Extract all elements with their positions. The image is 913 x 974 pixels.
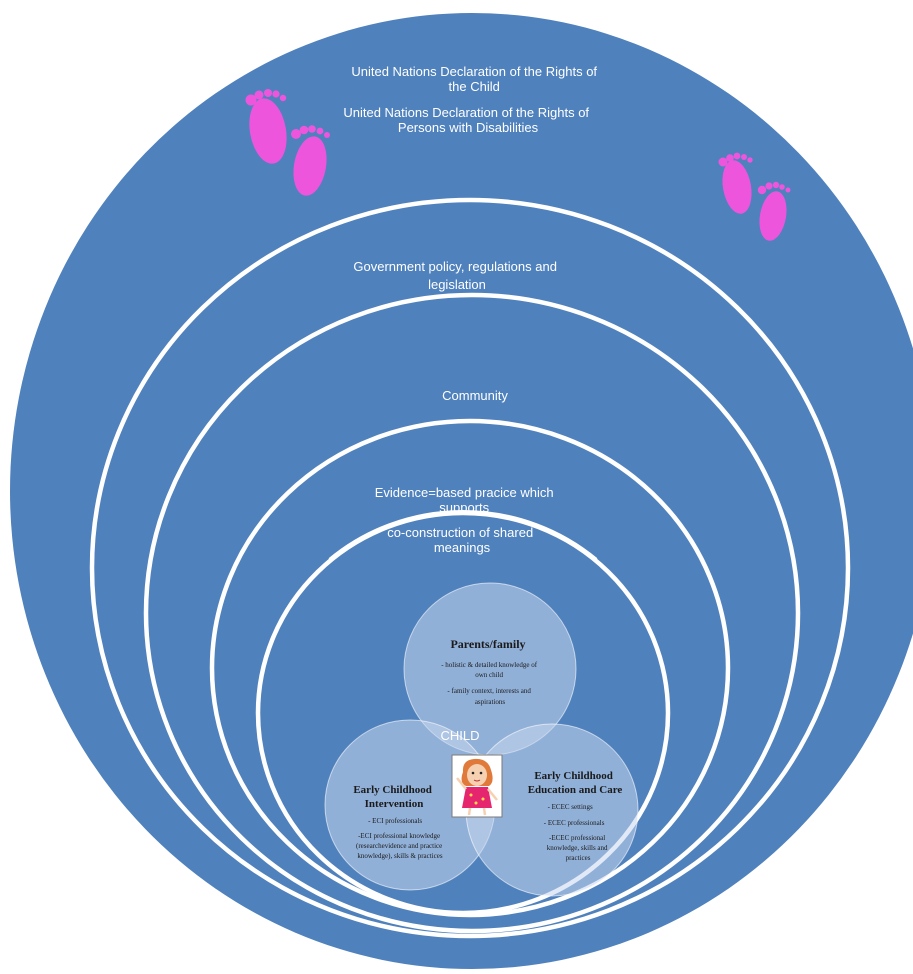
parents-item-2a: - family context, interests and (447, 687, 531, 695)
ecec-item-3a: -ECEC professional (549, 834, 605, 842)
footprints-right-icon (718, 152, 791, 241)
outer-text-1a: United Nations Declaration of the Rights… (351, 64, 597, 79)
svg-text:United Nations Declaration of: United Nations Declaration of the Rights… (343, 64, 600, 135)
svg-text:Government policy, regulations: Government policy, regulations and legis… (353, 259, 560, 292)
ecec-item-3c: practices (566, 854, 591, 862)
ecec-item-2: - ECEC professionals (544, 819, 605, 827)
ecec-title-a: Early Childhood (534, 770, 613, 782)
evidence-text-2b: meanings (434, 540, 491, 555)
eci-item-2c: knowledge), skills & practices (357, 852, 442, 860)
svg-text:- holistic & detailed knowledg: - holistic & detailed knowledge of own c… (441, 661, 539, 706)
child-cartoon-icon (451, 754, 503, 818)
outer-text-1b: the Child (449, 79, 500, 94)
government-text-b: legislation (428, 277, 486, 292)
svg-text:- ECI professionals -ECI p: - ECI professionals -ECI professional kn… (356, 817, 444, 860)
svg-text:Early Childhood Interventi: Early Childhood Intervention (353, 784, 434, 810)
evidence-text-2a: co-construction of shared (387, 525, 533, 540)
eci-title-a: Early Childhood (353, 784, 432, 796)
parents-title: Parents/family (450, 637, 525, 651)
ecec-item-1: - ECEC settings (548, 803, 593, 811)
outer-circle (10, 13, 913, 969)
parents-item-2b: aspirations (475, 698, 506, 706)
evidence-text-1a: Evidence=based pracice which (375, 485, 554, 500)
eci-item-2a: -ECI professional knowledge (358, 832, 440, 840)
svg-text:Early Childhood Education: Early Childhood Education and Care (528, 770, 623, 796)
eci-item-1: - ECI professionals (368, 817, 422, 825)
community-text: Community (442, 388, 508, 403)
government-text-a: Government policy, regulations and (353, 259, 557, 274)
eci-item-2b: (researchevidence and practice (356, 842, 442, 850)
ecec-title-b: Education and Care (528, 784, 623, 796)
community-ring (143, 292, 801, 934)
footprints-left-icon (245, 89, 330, 196)
eci-title-b: Intervention (365, 798, 424, 810)
ecec-item-3b: knowledge, skills and (547, 844, 608, 852)
government-ring (89, 197, 851, 939)
child-label: CHILD (440, 728, 479, 743)
parents-item-1a: - holistic & detailed knowledge of (441, 661, 538, 669)
outer-text-2b: Persons with Disabilities (398, 120, 539, 135)
outer-text-2a: United Nations Declaration of the Rights… (343, 105, 589, 120)
child-ring-overlap (328, 510, 598, 562)
parents-item-1b: own child (475, 671, 503, 679)
svg-text:- ECEC settings - ECEC pro: - ECEC settings - ECEC professionals -EC… (544, 803, 610, 862)
